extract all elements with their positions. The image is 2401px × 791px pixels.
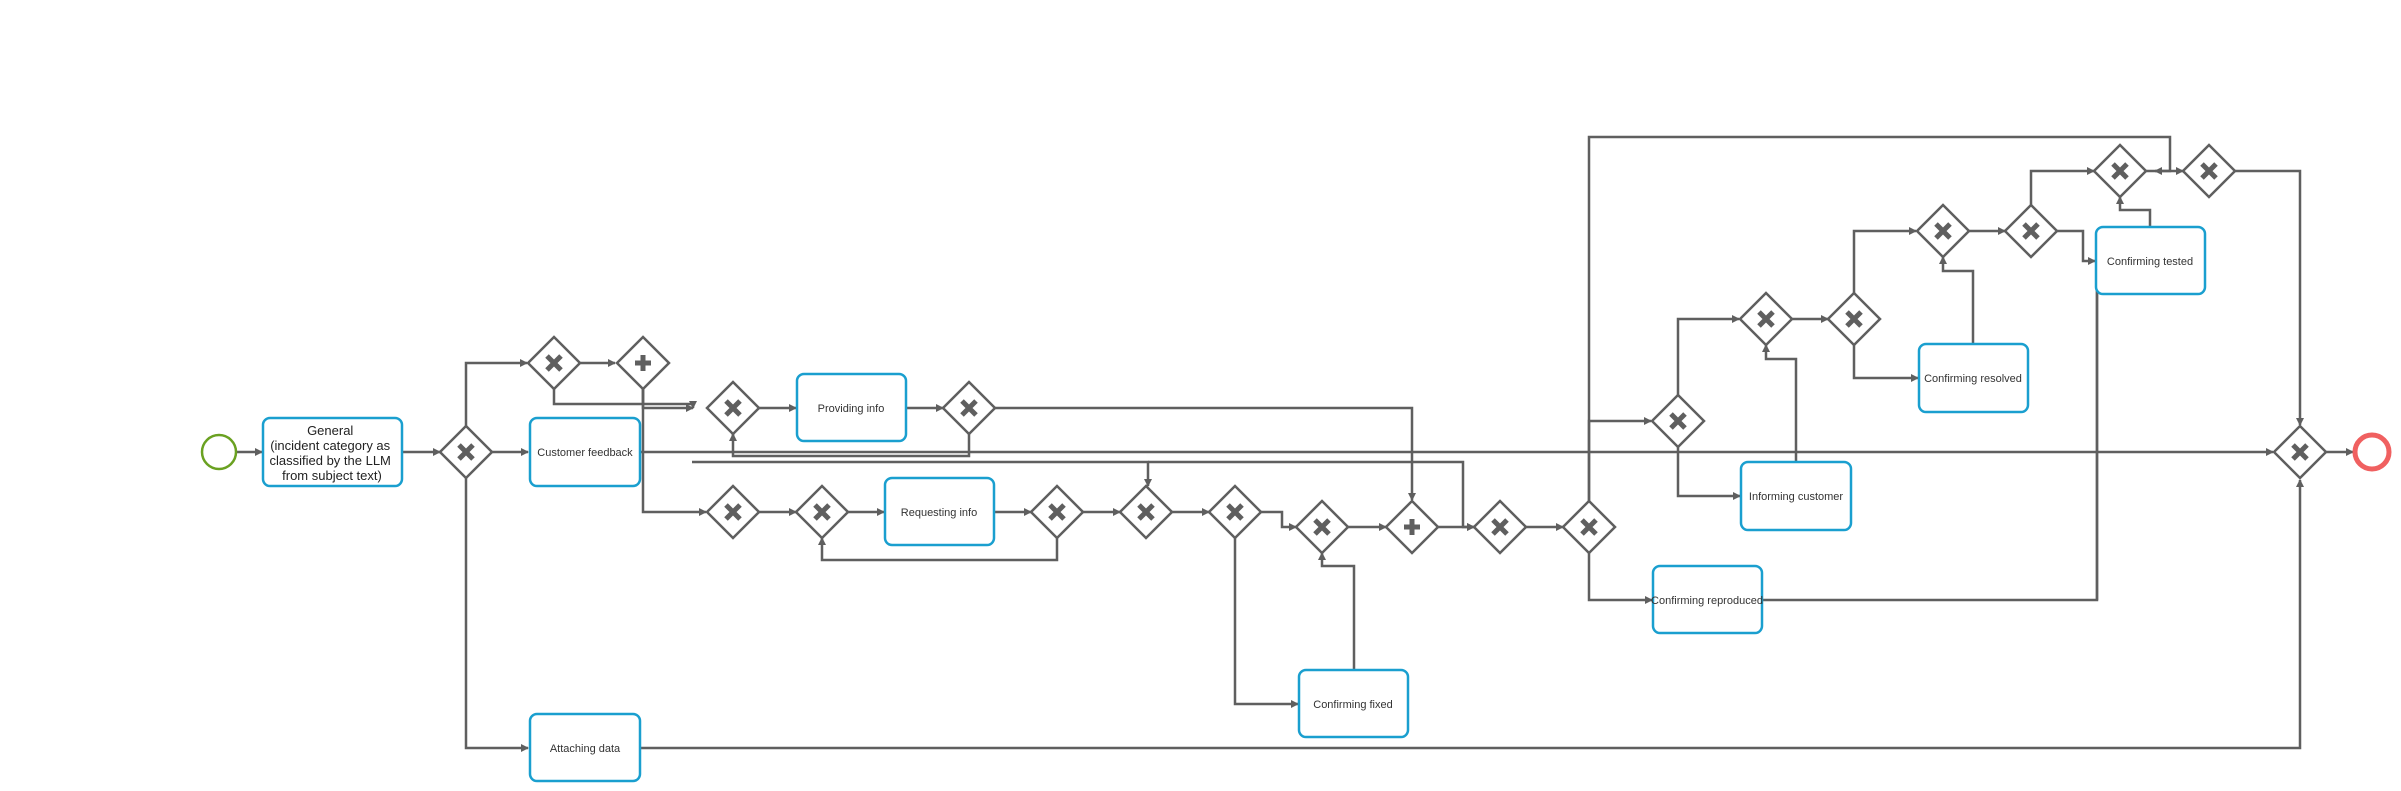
flow-g9-to-confirming-fixed (1233, 538, 1299, 708)
exclusive-gateway-g2[interactable] (526, 335, 582, 391)
x-marker-icon (1137, 503, 1155, 521)
exclusive-gateway-g14[interactable] (1738, 291, 1794, 347)
x-marker-icon (1313, 518, 1331, 536)
exclusive-gateway-g6[interactable] (794, 484, 850, 540)
exclusive-gateway-g1[interactable] (438, 424, 494, 480)
task-requesting-info-label: Requesting info (901, 507, 977, 519)
flow-g7-loop-to-g6 (818, 537, 1059, 562)
flow-g13-to-g14 (1676, 315, 1740, 395)
flow-g1-to-attaching-data (464, 478, 529, 752)
x-marker-icon (2111, 162, 2129, 180)
exclusive-gateway-g16[interactable] (1915, 203, 1971, 259)
x-marker-icon (1669, 412, 1687, 430)
x-marker-icon (1934, 222, 1952, 240)
exclusive-gateway-merge[interactable] (2272, 424, 2328, 480)
flow-g17-to-g18 (2029, 167, 2095, 205)
task-informing-customer[interactable]: Informing customer (1739, 460, 1853, 532)
x-marker-icon (2022, 222, 2040, 240)
task-customer-feedback-label: Customer feedback (537, 447, 633, 459)
task-providing-info[interactable]: Providing info (795, 372, 908, 443)
x-marker-icon (457, 443, 475, 461)
x-marker-icon (2200, 162, 2218, 180)
exclusive-gateway-g19[interactable] (2181, 143, 2237, 199)
x-marker-icon (2291, 443, 2309, 461)
exclusive-gateway-g8[interactable] (1118, 484, 1174, 540)
flow-p1-to-g5 (641, 389, 707, 516)
exclusive-gateway-g9[interactable] (1207, 484, 1263, 540)
task-general-line-3: classified by the LLM (269, 453, 390, 468)
flow-g1-to-g2 (464, 359, 528, 426)
task-attaching-data[interactable]: Attaching data (528, 712, 642, 783)
flow-confirming-fixed-to-g10 (1318, 552, 1356, 670)
exclusive-gateway-g7[interactable] (1029, 484, 1085, 540)
task-attaching-data-label: Attaching data (550, 743, 621, 755)
task-general-line-2: (incident category as (270, 438, 390, 453)
flow-g13-to-informing-customer (1676, 447, 1741, 500)
x-marker-icon (813, 503, 831, 521)
task-confirming-fixed-label: Confirming fixed (1313, 699, 1392, 711)
flow-confirming-tested-to-g18 (2116, 196, 2152, 227)
start-event[interactable] (200, 433, 238, 471)
x-marker-icon (1491, 518, 1509, 536)
flow-attaching-data-to-merge (640, 479, 2304, 750)
x-marker-icon (545, 354, 563, 372)
exclusive-gateway-g3[interactable] (705, 380, 761, 436)
task-general-line-4: from subject text) (282, 468, 382, 483)
x-marker-icon (724, 399, 742, 417)
exclusive-gateway-g18[interactable] (2092, 143, 2148, 199)
exclusive-gateway-g13[interactable] (1650, 393, 1706, 449)
x-marker-icon (1845, 310, 1863, 328)
task-confirming-reproduced[interactable]: Confirming reproduced (1651, 564, 1764, 635)
flow-g12-to-confirming-reproduced (1587, 553, 1653, 604)
flow-g12-to-g13 (1587, 417, 1652, 501)
flow-confirming-resolved-to-g16 (1939, 256, 1975, 344)
task-confirming-tested-label: Confirming tested (2107, 256, 2193, 268)
flow-g19-to-merge (2235, 169, 2304, 426)
plus-marker-icon (1404, 519, 1420, 535)
x-marker-icon (1226, 503, 1244, 521)
exclusive-gateway-g12[interactable] (1561, 499, 1617, 555)
plus-marker-icon (635, 355, 651, 371)
flow-g17-to-confirming-tested (2057, 229, 2096, 265)
task-confirming-tested[interactable]: Confirming tested (2094, 225, 2207, 296)
exclusive-gateway-g4[interactable] (941, 380, 997, 436)
flow-reproduced-vertical (2095, 259, 2099, 600)
task-general-line-1: General (307, 423, 353, 438)
task-general[interactable]: General (incident category as classified… (261, 416, 404, 488)
exclusive-gateway-g5[interactable] (705, 484, 761, 540)
exclusive-gateway-g15[interactable] (1826, 291, 1882, 347)
task-customer-feedback[interactable]: Customer feedback (528, 416, 642, 488)
task-informing-customer-label: Informing customer (1749, 491, 1843, 503)
flow-g15-to-confirming-resolved (1852, 345, 1919, 382)
end-event[interactable] (2352, 432, 2392, 472)
exclusive-gateway-g11[interactable] (1472, 499, 1528, 555)
x-marker-icon (724, 503, 742, 521)
exclusive-gateway-g10[interactable] (1294, 499, 1350, 555)
parallel-gateway-p1[interactable] (615, 335, 671, 391)
task-confirming-resolved-label: Confirming resolved (1924, 373, 2022, 385)
task-confirming-fixed[interactable]: Confirming fixed (1297, 668, 1410, 739)
flow-confirming-reproduced-to-confirming-tested (1762, 261, 2099, 602)
flow-g15-to-g16 (1852, 227, 1917, 293)
sequence-flows (237, 135, 2354, 752)
flow-g4-loop-to-g3 (729, 433, 971, 458)
gateways (438, 143, 2328, 555)
x-marker-icon (1580, 518, 1598, 536)
task-confirming-reproduced-label: Confirming reproduced (1651, 595, 1763, 607)
task-providing-info-label: Providing info (818, 403, 885, 415)
flow-g9-to-g10 (1261, 510, 1297, 531)
flow-g4-to-p2 (995, 406, 1416, 501)
exclusive-gateway-g17[interactable] (2003, 203, 2059, 259)
x-marker-icon (1048, 503, 1066, 521)
task-requesting-info[interactable]: Requesting info (883, 476, 996, 547)
svg-text:General (incident catego: General (incident category as classified… (269, 423, 394, 483)
x-marker-icon (1757, 310, 1775, 328)
x-marker-icon (960, 399, 978, 417)
task-confirming-resolved[interactable]: Confirming resolved (1917, 342, 2030, 414)
flow-g2-to-g3 (552, 389, 697, 409)
parallel-gateway-p2[interactable] (1384, 499, 1440, 555)
flow-informing-customer-to-g14 (1762, 344, 1798, 462)
